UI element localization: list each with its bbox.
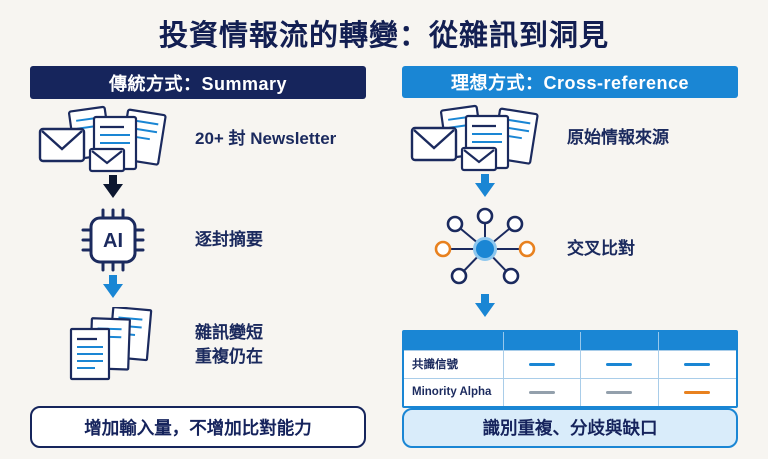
signal-dash bbox=[606, 362, 633, 366]
step-newsletters: 20+ 封 Newsletter bbox=[30, 105, 366, 173]
left-column-traditional: 傳統方式：Summary bbox=[30, 66, 366, 448]
step-cross-check: 交叉比對 bbox=[402, 206, 738, 292]
document-stack-icon bbox=[30, 307, 195, 383]
step-label-raw-sources: 原始情報來源 bbox=[567, 127, 669, 147]
page-title: 投資情報流的轉變：從雜訊到洞見 bbox=[158, 20, 609, 52]
down-arrow-blue-icon bbox=[402, 173, 567, 198]
table-header-cell bbox=[404, 331, 504, 350]
signal-dash bbox=[529, 390, 556, 394]
left-conclusion-box: 增加輸入量，不增加比對能力 bbox=[30, 406, 366, 448]
step-label-noise-shortened: 雜訊變短 重複仍在 bbox=[195, 323, 263, 366]
step-noise-shortened: 雜訊變短 重複仍在 bbox=[30, 307, 366, 383]
down-arrow-blue-icon bbox=[402, 293, 567, 318]
signal-dash bbox=[606, 390, 633, 394]
table-cell bbox=[658, 377, 736, 406]
right-column-ideal: 理想方式：Cross-reference bbox=[402, 66, 738, 448]
signal-dash bbox=[529, 362, 556, 366]
right-conclusion-box: 識別重複、分歧與缺口 bbox=[402, 407, 738, 448]
table-cell bbox=[581, 377, 659, 406]
mail-stack-icon bbox=[402, 104, 567, 172]
down-arrow-blue-icon bbox=[30, 275, 195, 299]
table-row-label: 共識信號 bbox=[404, 349, 504, 378]
step-ai-summary: AI 逐封摘要 bbox=[30, 207, 366, 273]
step-label-ai-summary: 逐封摘要 bbox=[195, 230, 263, 250]
newsletter-stack-icon bbox=[30, 105, 195, 173]
table-cell bbox=[658, 349, 736, 378]
table-cell bbox=[504, 349, 582, 378]
right-column-header: 理想方式：Cross-reference bbox=[402, 66, 738, 98]
cross-reference-table: 共識信號 Minority Alpha bbox=[402, 329, 738, 408]
signal-dash bbox=[684, 362, 711, 366]
table-header-cell bbox=[658, 331, 736, 350]
left-column-header: 傳統方式：Summary bbox=[30, 66, 366, 99]
signal-dash bbox=[684, 390, 711, 394]
hub-network-icon bbox=[402, 206, 567, 292]
two-column-comparison: 傳統方式：Summary bbox=[0, 66, 768, 448]
table-cell bbox=[504, 377, 582, 406]
ai-chip-label: AI bbox=[103, 230, 123, 252]
step-raw-sources: 原始情報來源 bbox=[402, 104, 738, 172]
table-cell bbox=[581, 349, 659, 378]
ai-chip-icon: AI bbox=[30, 207, 195, 273]
table-row-label: Minority Alpha bbox=[404, 377, 504, 406]
step-label-cross-check: 交叉比對 bbox=[567, 238, 635, 258]
step-label-newsletters: 20+ 封 Newsletter bbox=[195, 129, 337, 149]
table-header-cell bbox=[504, 331, 582, 350]
down-arrow-dark-icon bbox=[30, 175, 195, 199]
table-header-cell bbox=[581, 331, 659, 350]
